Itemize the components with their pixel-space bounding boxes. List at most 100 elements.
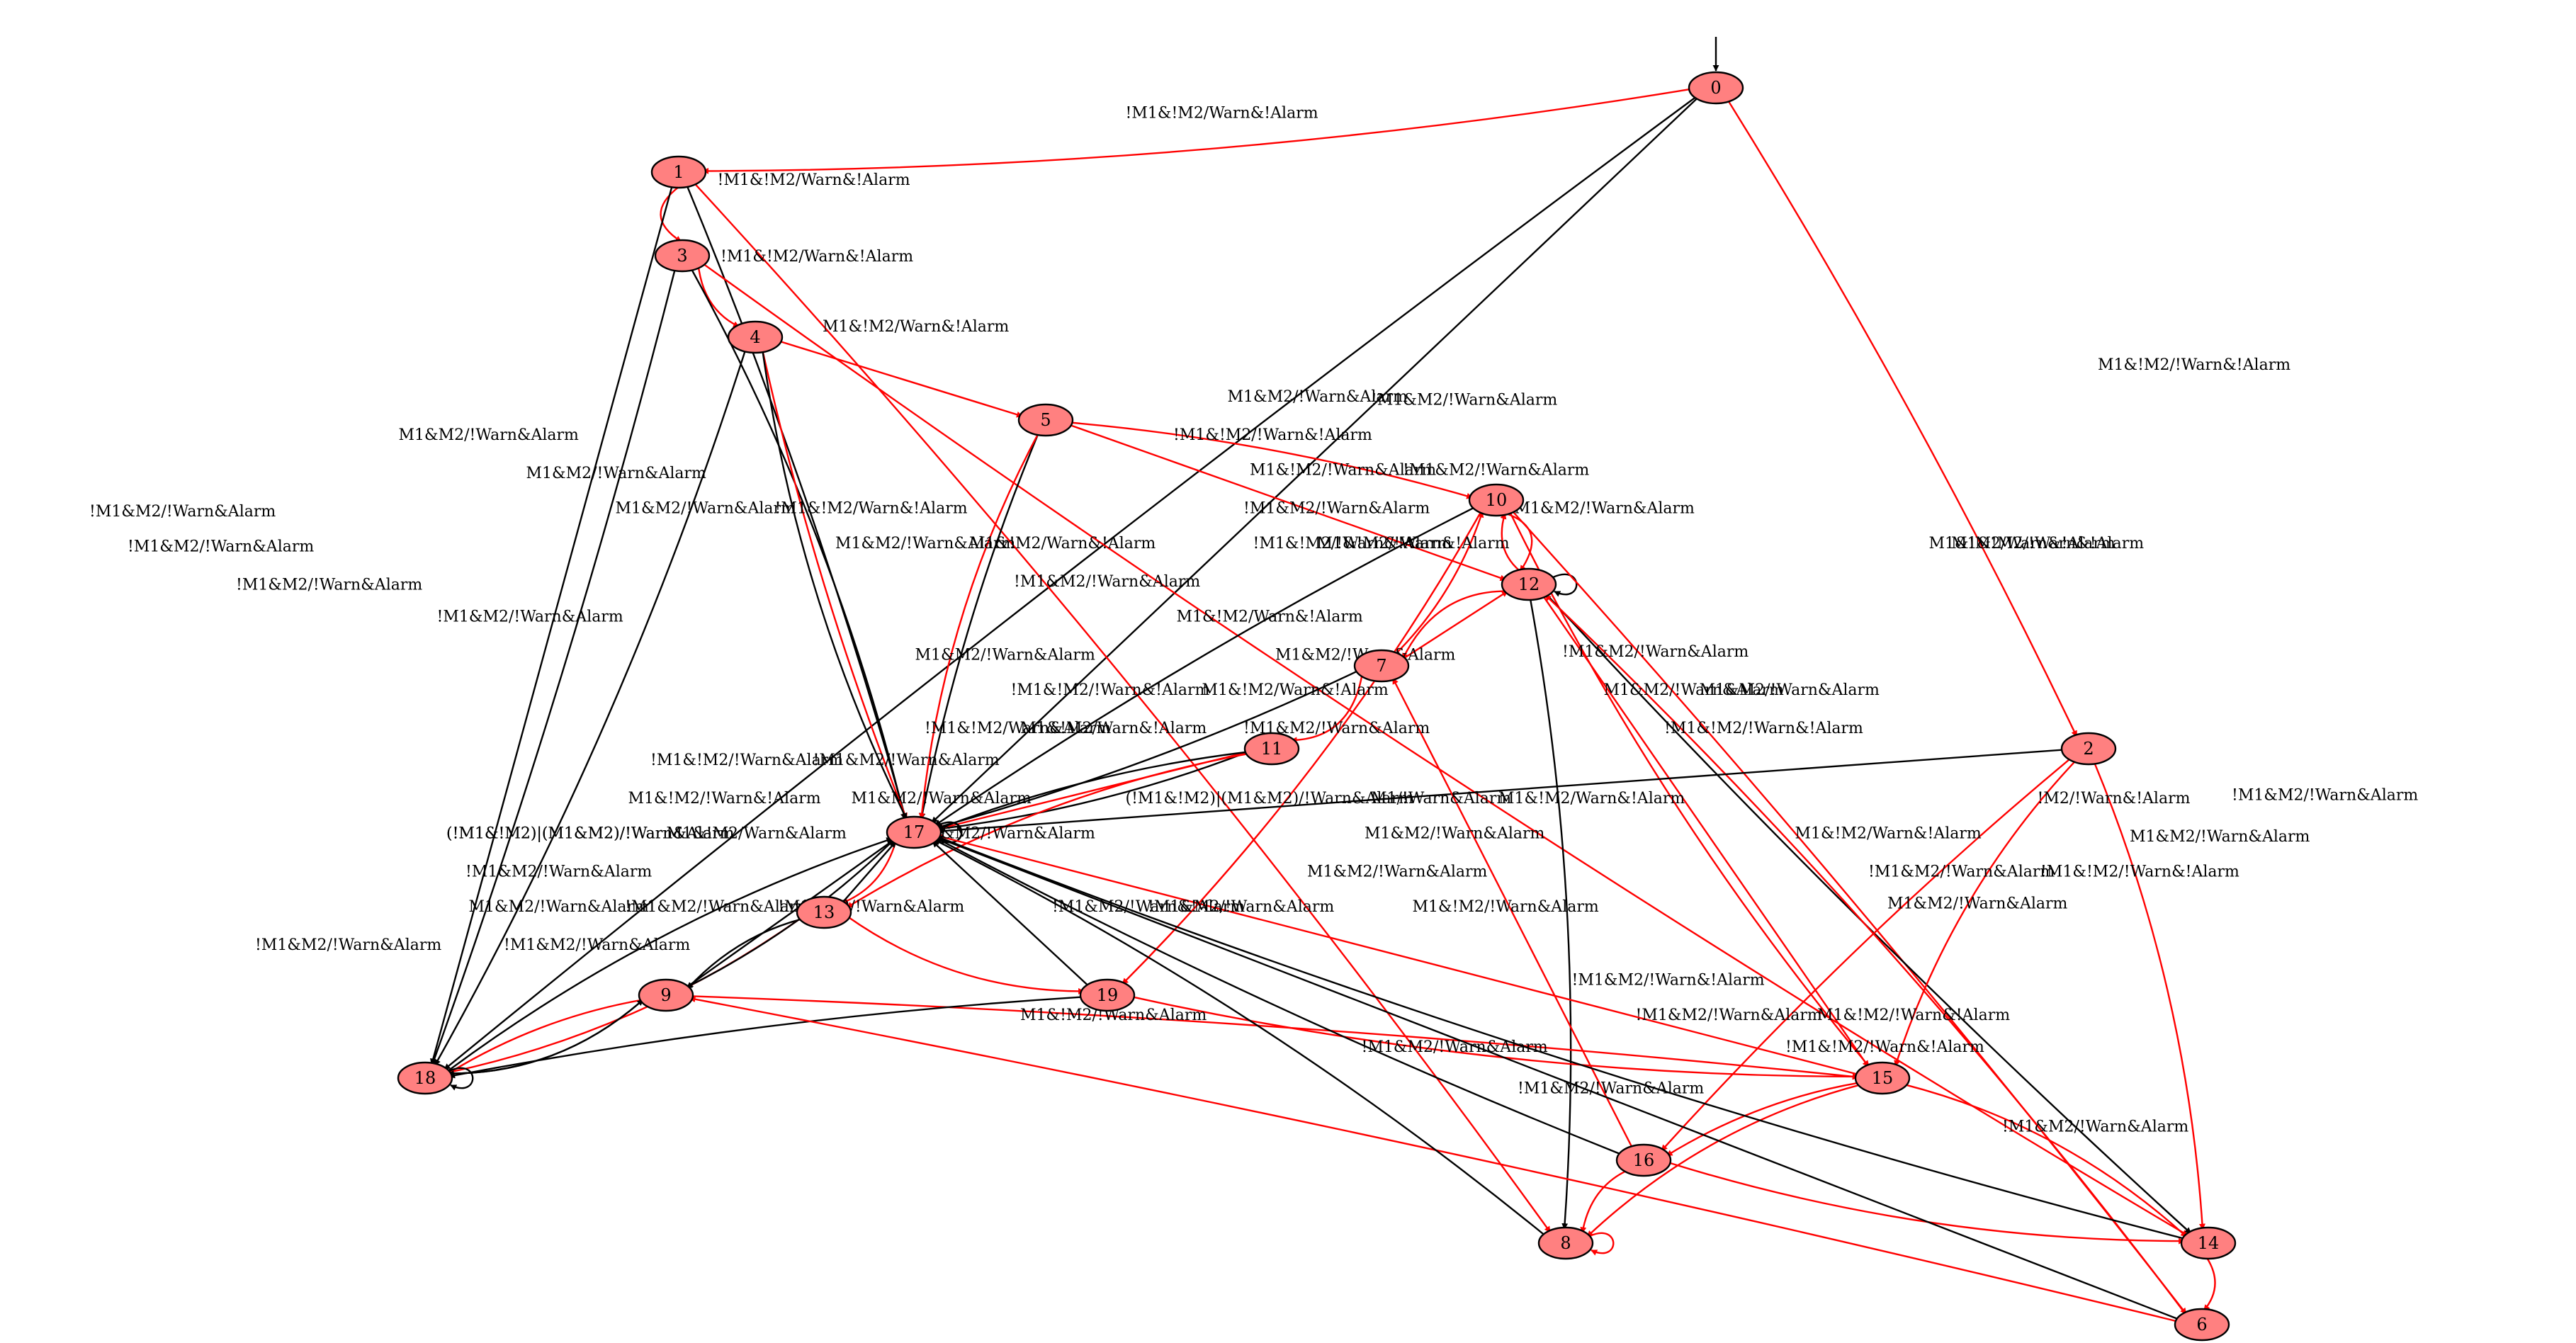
state-node-5-shape bbox=[1017, 403, 1074, 437]
state-node-2-label: 2 bbox=[2083, 739, 2094, 759]
edge-group-44 bbox=[1894, 759, 2077, 1067]
edge-7-to-17 bbox=[936, 669, 1360, 829]
edge-label-group-63: !M1&M2/!Warn&!Alarm bbox=[1572, 972, 1765, 990]
edge-group-32 bbox=[1542, 595, 1870, 1067]
edge-group-26 bbox=[1511, 510, 2187, 1315]
edge-group-71 bbox=[2203, 1257, 2216, 1312]
edge-label-1-to-18: !M1&M2/!Warn&Alarm bbox=[128, 538, 314, 556]
state-node-0-shape bbox=[1688, 71, 1744, 105]
state-node-9-label: 9 bbox=[660, 985, 671, 1005]
edge-label-group-35: M1/!Warn&Alarm bbox=[1371, 790, 1511, 808]
edge-group-43 bbox=[1661, 757, 2072, 1152]
state-node-6-label: 6 bbox=[2196, 1315, 2207, 1334]
state-node-12-label: 12 bbox=[1518, 574, 1540, 594]
edge-label-0-to-2: M1&!M2/!Warn&!Alarm bbox=[2098, 356, 2290, 374]
edge-group-17 bbox=[1068, 424, 1507, 582]
edge-label-group-75: !M1&M2/!Warn&Alarm bbox=[1518, 1080, 1704, 1098]
edge-0-to-18 bbox=[444, 96, 1697, 1070]
edge-group-21 bbox=[1500, 512, 1521, 572]
state-node-14: 14 bbox=[2180, 1226, 2237, 1260]
edge-label-6-to-12: M1&M2/!Warn&Alarm bbox=[2130, 828, 2310, 846]
state-node-2: 2 bbox=[2060, 732, 2117, 766]
edge-13-to-9 bbox=[687, 918, 803, 990]
edge-label-group-62: M1&M2/!Warn&Alarm bbox=[1365, 825, 1545, 843]
edge-group-63 bbox=[1666, 1082, 1860, 1157]
edge-label-13-to-17: !M1&!M2/!Warn&Alarm bbox=[650, 752, 843, 769]
edge-label-16-to-8: !M1&M2/!Warn&Alarm bbox=[1362, 1038, 1548, 1056]
edge-label-group-36: M1&M2/!Warn&Alarm bbox=[915, 647, 1096, 664]
edge-18-to-9 bbox=[448, 999, 644, 1075]
edge-label-group-56: !M1&M2/!Warn&!Alarm bbox=[1052, 898, 1245, 916]
edge-label-9-to-18: !M1&M2/!Warn&Alarm bbox=[465, 863, 652, 881]
edge-10-to-6 bbox=[1511, 510, 2187, 1315]
edge-label-15-to-8: !M1&M2/!Warn&Alarm bbox=[1636, 1007, 1822, 1024]
edge-group-28 bbox=[1394, 511, 1484, 655]
edge-group-52 bbox=[685, 839, 895, 989]
edge-label-15-to-14: M1&!M2/!Warn&!Alarm bbox=[1817, 1007, 2010, 1024]
edge-0-to-17 bbox=[931, 96, 1699, 824]
edge-4-to-5 bbox=[778, 340, 1023, 418]
edge-label-group-66: M1&M2/!Warn&Alarm bbox=[1307, 863, 1488, 881]
edge-label-group-17: !M1&!M2/!Warn&!Alarm bbox=[1173, 426, 1372, 444]
edge-label-group-34: M1&M2/!Warn&Alarm bbox=[2130, 828, 2310, 846]
edge-label-group-11: !M1&M2/!Warn&Alarm bbox=[236, 577, 422, 594]
edge-8-to-8 bbox=[1589, 1232, 1615, 1256]
edge-group-60 bbox=[446, 837, 893, 1073]
edges-layer bbox=[429, 37, 2216, 1322]
edge-group-23 bbox=[934, 506, 1476, 827]
edge-group-19 bbox=[918, 433, 1039, 820]
edge-label-group-51: M1&!M2/!Warn&!Alarm bbox=[628, 790, 821, 808]
state-node-4: 4 bbox=[727, 320, 784, 354]
edge-12-to-12 bbox=[1552, 573, 1578, 597]
edge-label-group-12: M1&!M2/Warn&!Alarm bbox=[823, 318, 1009, 336]
state-node-13: 13 bbox=[796, 895, 852, 929]
edge-10-to-12 bbox=[1504, 512, 1533, 572]
edge-label-12-to-7: M1&!M2/!Warn&!Alarm bbox=[1317, 535, 1510, 552]
edge-label-group-24: M1&M2/!Warn&Alarm bbox=[1700, 681, 1880, 699]
edge-group-67 bbox=[1391, 677, 1634, 1149]
edge-1-to-8 bbox=[693, 182, 1552, 1233]
state-node-3-label: 3 bbox=[677, 246, 687, 266]
edge-label-group-45: !M1&!M2/!Warn&!Alarm bbox=[2040, 863, 2239, 881]
state-node-17-label: 17 bbox=[903, 822, 925, 842]
edge-group-59 bbox=[1131, 995, 1859, 1080]
edge-group-68 bbox=[1580, 1169, 1628, 1234]
state-node-17: 17 bbox=[886, 815, 942, 849]
edge-5-to-17 bbox=[919, 433, 1039, 820]
edge-label-5-to-10: !M1&M2/!Warn&Alarm bbox=[1371, 392, 1557, 409]
state-node-6-shape bbox=[2174, 1308, 2230, 1342]
state-node-14-label: 14 bbox=[2198, 1233, 2220, 1253]
edge-11-to-17 bbox=[937, 751, 1248, 830]
edge-label-4-to-5: M1&!M2/Warn&!Alarm bbox=[823, 318, 1009, 336]
edge-label-group-4: !M1&!M2/Warn&!Alarm bbox=[718, 171, 910, 189]
edge-2-to-15 bbox=[1894, 759, 2077, 1067]
edge-17-to-13 bbox=[841, 841, 897, 904]
edge-label-group-61: !M1&M2/!Warn&Alarm bbox=[504, 936, 690, 954]
state-node-12-shape bbox=[1501, 567, 1557, 601]
edge-10-to-15 bbox=[1508, 511, 1870, 1067]
edge-12-to-10 bbox=[1500, 512, 1521, 572]
edge-group-20 bbox=[1504, 512, 1533, 572]
edge-group-3 bbox=[444, 96, 1697, 1070]
edge-group-70 bbox=[936, 835, 2186, 1240]
edge-group-39 bbox=[846, 752, 1250, 909]
edge-label-group-37: !M1&!M2/!Warn&!Alarm bbox=[1011, 681, 1210, 699]
edge-label-1-to-3: !M1&!M2/Warn&!Alarm bbox=[718, 171, 910, 189]
edge-1-to-18 bbox=[429, 185, 673, 1065]
edge-label-group-40: !M1&!M2/Warn&Alarm bbox=[925, 720, 1111, 737]
edge-6-to-17 bbox=[936, 836, 2180, 1321]
edge-label-19-to-15: M1&!M2/!Warn&Alarm bbox=[1413, 898, 1599, 916]
edge-label-3-to-4: !M1&!M2/Warn&!Alarm bbox=[721, 248, 913, 266]
edge-12-to-8 bbox=[1529, 598, 1572, 1230]
edge-label-7-to-10: !M1&M2/!Warn&Alarm bbox=[1243, 500, 1430, 518]
state-node-8: 8 bbox=[1537, 1226, 1594, 1260]
edge-group-66 bbox=[935, 837, 1622, 1156]
edge-label-group-13: !M1&!M2/Warn&!Alarm bbox=[775, 500, 968, 518]
state-node-15-shape bbox=[1854, 1061, 1911, 1095]
edge-label-18-to-17: (!M1&!M2)|(M1&M2)/!Warn&Alarm bbox=[446, 825, 735, 843]
edge-label-12-to-14: !M2/!Warn&!Alarm bbox=[2038, 790, 2191, 808]
state-node-15-label: 15 bbox=[1872, 1068, 1894, 1088]
edge-label-group-67: M1&!M2/Warn&!Alarm bbox=[1498, 790, 1685, 808]
state-node-10-label: 10 bbox=[1486, 490, 1508, 510]
